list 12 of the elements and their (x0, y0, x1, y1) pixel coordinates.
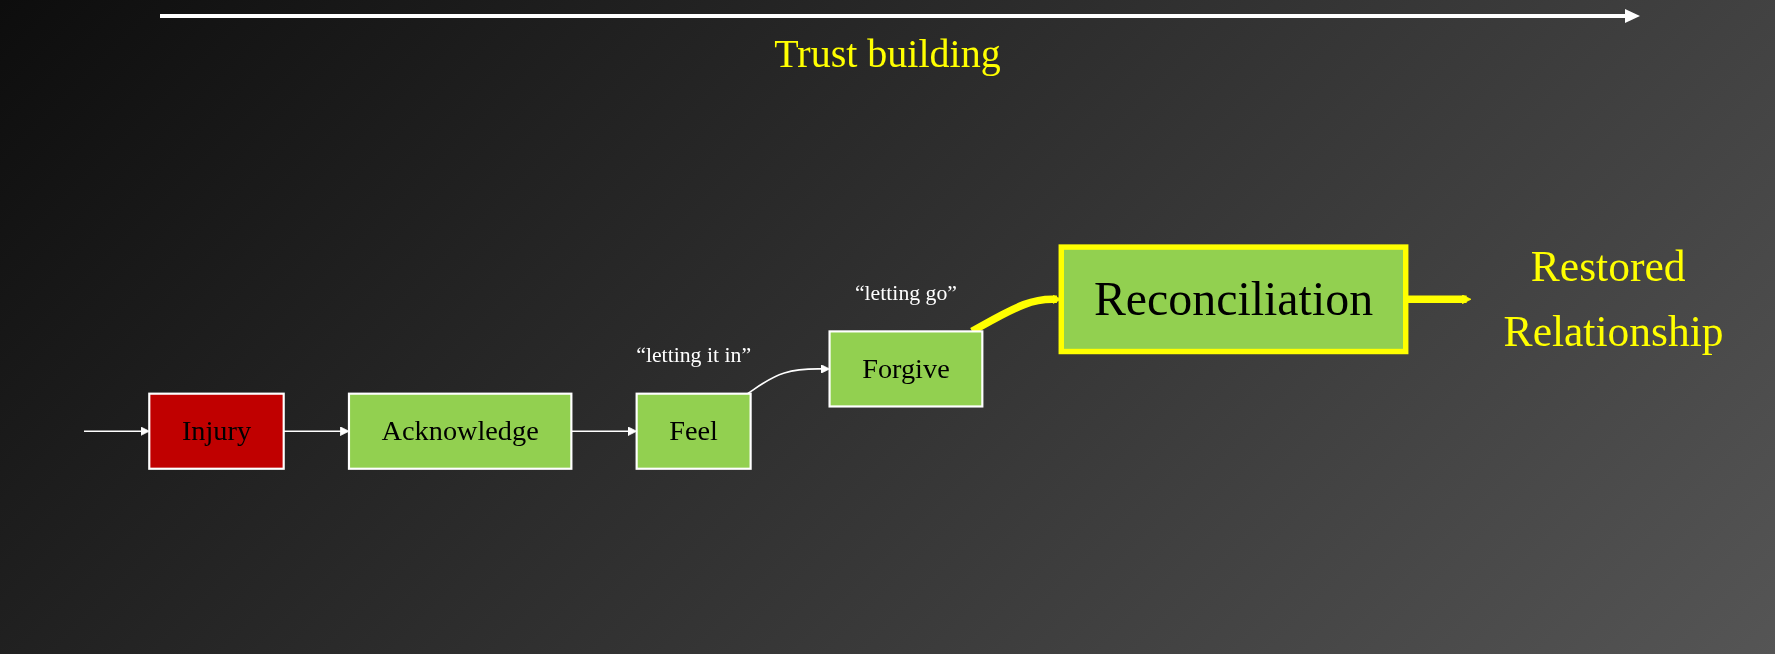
node-box: Feel (635, 392, 752, 470)
node-box: Reconciliation (1058, 244, 1409, 355)
node-label: “letting go” (854, 280, 957, 305)
arrow (746, 364, 830, 395)
node-box: Acknowledge (347, 392, 573, 470)
node-label: “letting it in” (636, 342, 752, 367)
node-text: Restored Relationship (1503, 241, 1724, 356)
arrow (83, 426, 150, 437)
node-box: Injury (148, 392, 285, 470)
node-box: Forgive (828, 330, 984, 408)
arrow (1405, 294, 1472, 305)
note-text: Trust building (774, 30, 1001, 77)
